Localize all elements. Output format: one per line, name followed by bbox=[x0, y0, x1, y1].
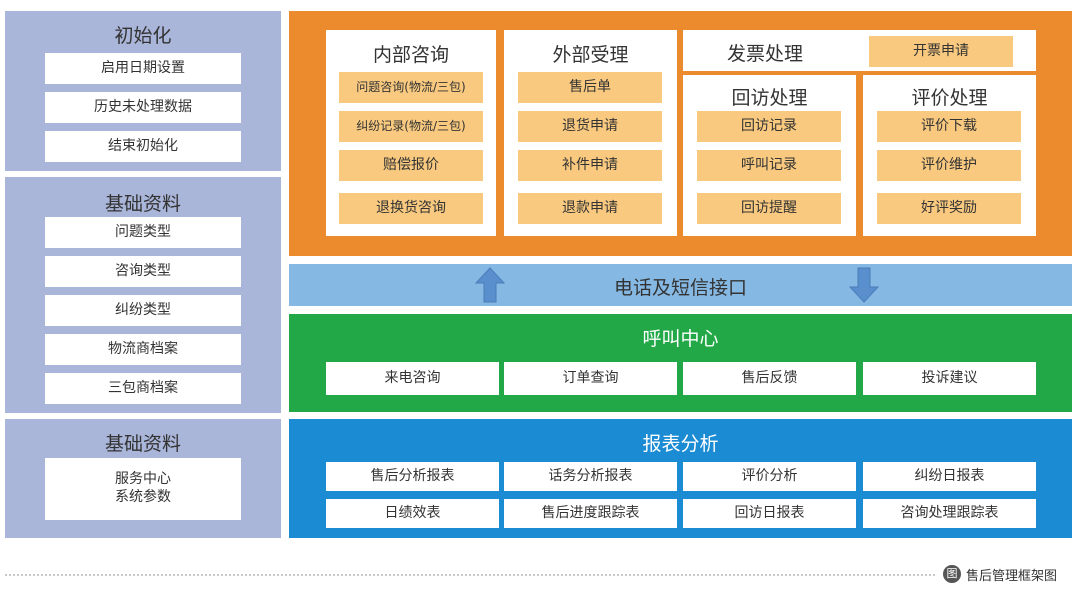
dispute-type-button[interactable]: 纠纷类型 bbox=[45, 295, 241, 326]
daily-performance-table-button[interactable]: 日绩效表 bbox=[326, 499, 499, 528]
internal-consult-card: 内部咨询 问题咨询(物流/三包) 纠纷记录(物流/三包) 赔偿报价 退换货咨询 bbox=[326, 30, 496, 236]
warranty-vendor-archive-button[interactable]: 三包商档案 bbox=[45, 373, 241, 404]
service-center-label: 服务中心 bbox=[115, 471, 171, 487]
revisit-record-button[interactable]: 回访记录 bbox=[697, 111, 841, 142]
evaluation-processing-title: 评价处理 bbox=[911, 87, 988, 109]
phone-sms-interface-band: 电话及短信接口 bbox=[289, 264, 1072, 306]
call-center-section: 呼叫中心 来电咨询 订单查询 售后反馈 投诉建议 bbox=[289, 314, 1072, 412]
figure-icon: 图 bbox=[943, 565, 961, 583]
consult-processing-tracking-button[interactable]: 咨询处理跟踪表 bbox=[863, 499, 1036, 528]
incoming-call-consult-button[interactable]: 来电咨询 bbox=[326, 362, 499, 395]
evaluation-maintenance-button[interactable]: 评价维护 bbox=[877, 150, 1021, 181]
down-arrow-icon bbox=[849, 267, 879, 303]
init-panel: 初始化 启用日期设置 历史未处理数据 结束初始化 bbox=[5, 11, 281, 171]
historical-unprocessed-data-button[interactable]: 历史未处理数据 bbox=[45, 92, 241, 123]
good-review-reward-button[interactable]: 好评奖励 bbox=[877, 193, 1021, 224]
question-type-button[interactable]: 问题类型 bbox=[45, 217, 241, 248]
after-sales-analysis-report-button[interactable]: 售后分析报表 bbox=[326, 462, 499, 491]
basic-data-panel: 基础资料 问题类型 咨询类型 纠纷类型 物流商档案 三包商档案 bbox=[5, 177, 281, 413]
invoice-processing-title: 发票处理 bbox=[727, 43, 804, 65]
report-analysis-title: 报表分析 bbox=[642, 433, 719, 455]
revisit-daily-report-button[interactable]: 回访日报表 bbox=[683, 499, 856, 528]
part-request-button[interactable]: 补件申请 bbox=[518, 150, 662, 181]
internal-consult-title: 内部咨询 bbox=[372, 44, 449, 66]
basic-data-title-2: 基础资料 bbox=[104, 433, 181, 455]
call-record-button[interactable]: 呼叫记录 bbox=[697, 150, 841, 181]
compensation-quote-button[interactable]: 赔偿报价 bbox=[339, 150, 483, 181]
revisit-processing-card: 回访处理 回访记录 呼叫记录 回访提醒 bbox=[683, 75, 856, 236]
init-title: 初始化 bbox=[114, 25, 172, 47]
dispute-record-button[interactable]: 纠纷记录(物流/三包) bbox=[339, 111, 483, 142]
caption-divider bbox=[5, 574, 935, 576]
evaluation-analysis-button[interactable]: 评价分析 bbox=[683, 462, 856, 491]
revisit-reminder-button[interactable]: 回访提醒 bbox=[697, 193, 841, 224]
after-sales-progress-tracking-button[interactable]: 售后进度跟踪表 bbox=[504, 499, 677, 528]
end-initialization-button[interactable]: 结束初始化 bbox=[45, 131, 241, 162]
phone-sms-interface-label: 电话及短信接口 bbox=[613, 277, 747, 299]
call-analysis-report-button[interactable]: 话务分析报表 bbox=[504, 462, 677, 491]
logistics-vendor-archive-button[interactable]: 物流商档案 bbox=[45, 334, 241, 365]
invoice-processing-card: 发票处理 开票申请 bbox=[683, 30, 1036, 71]
return-request-button[interactable]: 退货申请 bbox=[518, 111, 662, 142]
service-center-params-button[interactable]: 服务中心 系统参数 bbox=[45, 458, 241, 520]
question-consult-button[interactable]: 问题咨询(物流/三包) bbox=[339, 72, 483, 103]
service-processing-area: 内部咨询 问题咨询(物流/三包) 纠纷记录(物流/三包) 赔偿报价 退换货咨询 … bbox=[289, 11, 1072, 256]
after-sales-feedback-button[interactable]: 售后反馈 bbox=[683, 362, 856, 395]
dispute-daily-report-button[interactable]: 纠纷日报表 bbox=[863, 462, 1036, 491]
figure-caption: 售后管理框架图 bbox=[966, 569, 1058, 584]
evaluation-processing-card: 评价处理 评价下载 评价维护 好评奖励 bbox=[863, 75, 1036, 236]
start-date-setting-button[interactable]: 启用日期设置 bbox=[45, 53, 241, 84]
basic-data-panel-2: 基础资料 服务中心 系统参数 bbox=[5, 419, 281, 538]
complaint-suggestion-button[interactable]: 投诉建议 bbox=[863, 362, 1036, 395]
system-params-label: 系统参数 bbox=[115, 489, 171, 505]
evaluation-download-button[interactable]: 评价下载 bbox=[877, 111, 1021, 142]
call-center-title: 呼叫中心 bbox=[642, 328, 719, 350]
report-analysis-section: 报表分析 售后分析报表 话务分析报表 评价分析 纠纷日报表 日绩效表 售后进度跟… bbox=[289, 419, 1072, 538]
up-arrow-icon bbox=[475, 267, 505, 303]
refund-request-button[interactable]: 退款申请 bbox=[518, 193, 662, 224]
return-exchange-consult-button[interactable]: 退换货咨询 bbox=[339, 193, 483, 224]
invoice-request-button[interactable]: 开票申请 bbox=[869, 36, 1013, 67]
external-acceptance-card: 外部受理 售后单 退货申请 补件申请 退款申请 bbox=[504, 30, 677, 236]
basic-data-title: 基础资料 bbox=[104, 193, 181, 215]
after-sales-order-button[interactable]: 售后单 bbox=[518, 72, 662, 103]
external-acceptance-title: 外部受理 bbox=[552, 44, 629, 66]
consult-type-button[interactable]: 咨询类型 bbox=[45, 256, 241, 287]
order-query-button[interactable]: 订单查询 bbox=[504, 362, 677, 395]
revisit-processing-title: 回访处理 bbox=[731, 87, 808, 109]
